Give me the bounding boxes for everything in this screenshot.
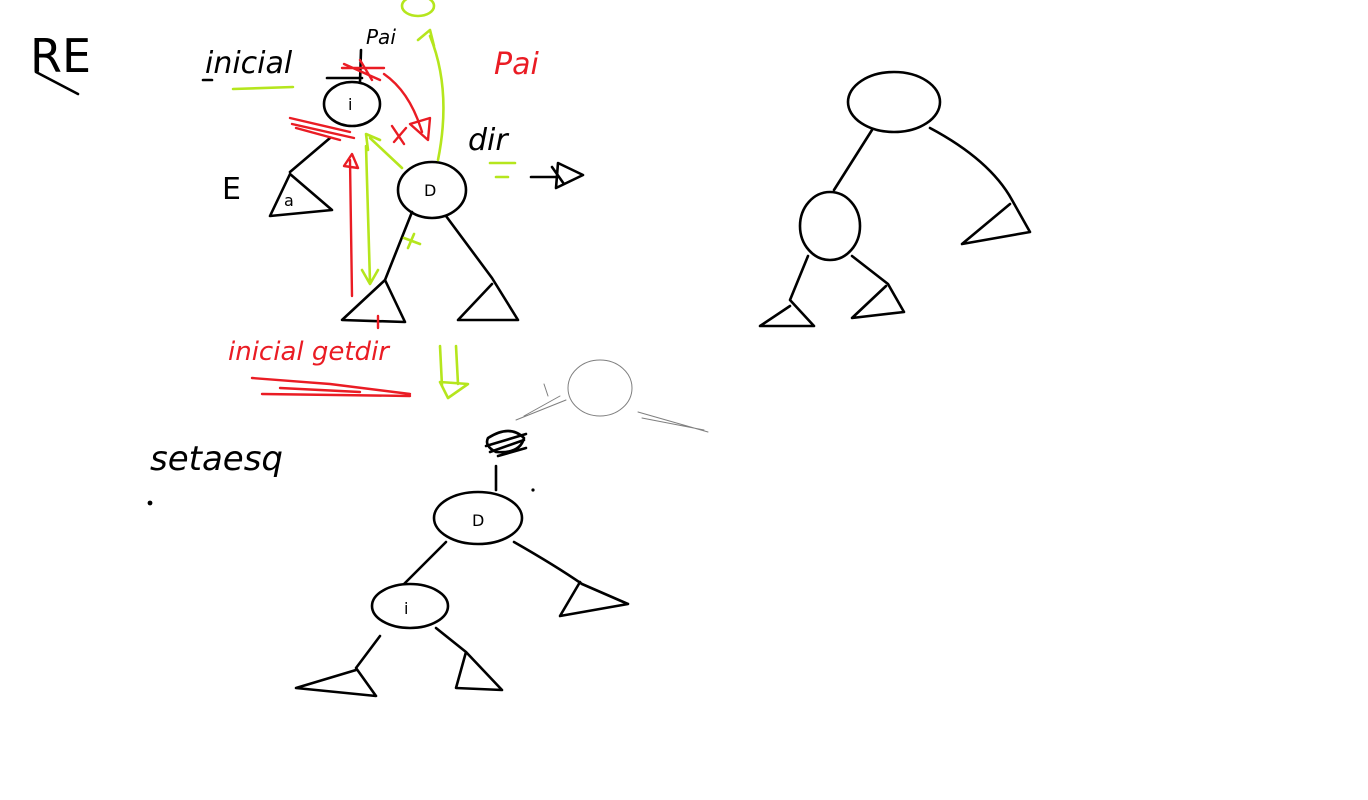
title-underline-stroke: [34, 70, 80, 96]
tree1-right-left-subtree: [340, 210, 414, 324]
tree3-left-right-subtree: [434, 626, 504, 692]
green-arrow-up-to-pai: [416, 28, 445, 162]
label-setaesq: setaesq: [150, 439, 283, 479]
tree2-left-left-subtree: [758, 254, 816, 328]
tree2-root-node: [846, 70, 942, 134]
tree1-subtree-marker: a: [284, 191, 294, 210]
tree3-right-subtree: [512, 540, 630, 618]
dot-mark: [147, 500, 153, 506]
tree1-root-node: [322, 80, 382, 128]
tree3-root-node: [432, 490, 524, 546]
scribbled-node-icon: [484, 429, 528, 458]
gray-dash-lines: [637, 411, 709, 433]
dot-mark-2: [531, 488, 535, 492]
red-cross-top: [340, 58, 386, 82]
pai-green-node: [400, 0, 436, 18]
tree3-left-label: i: [404, 599, 408, 618]
gray-bubble-node: [567, 359, 633, 417]
tree3-left-edge: [402, 540, 448, 586]
tree1-left-subtree: [268, 172, 334, 218]
label-pai: Pai: [366, 25, 396, 49]
label-dir: dir: [468, 123, 509, 158]
side-letter-label: E: [222, 172, 241, 207]
red-arrow-pai: [382, 72, 432, 146]
label-pai-red: Pai: [494, 47, 539, 82]
dir-green-marks: [488, 161, 517, 179]
pai-stem: [358, 48, 363, 84]
dir-arrow-icon: [529, 161, 585, 190]
tree3-left-left-subtree: [294, 634, 382, 698]
tree2-left-right-subtree: [850, 254, 906, 320]
label-inicial-getdir: inicial getdir: [228, 337, 391, 367]
tree3-root-label: D: [472, 511, 484, 530]
green-cross: [402, 232, 422, 250]
tree1-right-right-subtree: [444, 214, 520, 322]
tree2-right-subtree: [928, 126, 1032, 246]
red-arrow-up: [342, 152, 360, 298]
label-inicial: inicial: [205, 46, 293, 81]
inicial-green-underline: [231, 85, 295, 91]
gray-bubble-tail: [515, 383, 567, 421]
green-arrow-to-root: [364, 132, 404, 170]
inicial-getdir-underline: [250, 376, 412, 398]
red-scribble-left: [288, 116, 356, 142]
green-arrow-down-bottom: [438, 344, 470, 400]
tree2-left-node: [798, 190, 862, 262]
tree1-right-node: [396, 160, 468, 220]
tree2-left-edge: [832, 128, 874, 192]
green-arrow-down: [360, 144, 380, 286]
tree3-left-node: [370, 582, 450, 630]
tree1-root-label: i: [348, 95, 352, 114]
tree1-right-label: D: [424, 181, 436, 200]
tree1-left-edge: [288, 136, 332, 174]
